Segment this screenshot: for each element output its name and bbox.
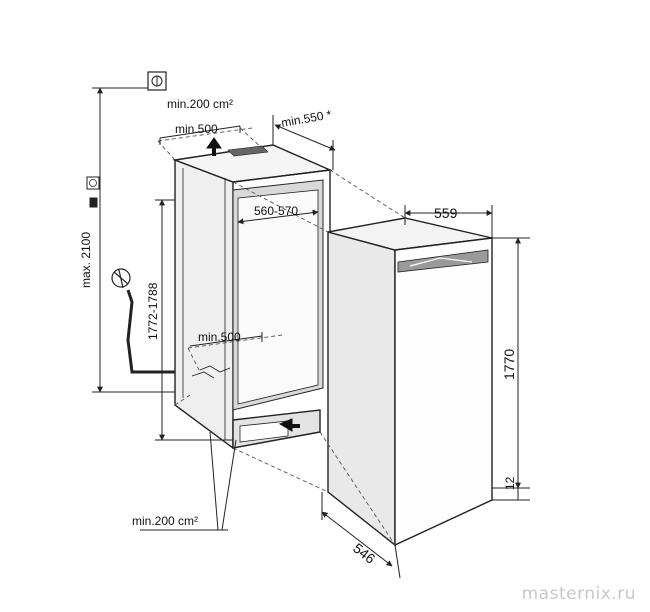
gap-bottom-label: 12 [503,476,517,490]
niche-cabinet [172,144,333,450]
min-depth-550-label: min.550 * [280,107,333,130]
min-area-top-label: min.200 cm² [167,97,233,111]
min-top-depth-label: min.500 [175,122,218,136]
plug-icon [86,176,100,208]
niche-height-label: 1772-1788 [146,282,160,340]
niche-width-label: 560-570 [254,204,298,218]
socket-icon [147,71,167,91]
dimension-lines [92,87,530,579]
appliance-body [327,217,493,547]
appliance-depth-label: 546 [350,540,378,567]
airflow-arrows [206,137,300,432]
min-area-bottom-label: min.200 cm² [132,514,198,528]
guide-lines [157,127,406,546]
power-cable [111,268,175,374]
appliance-width-label: 559 [434,205,458,221]
max-height-label: max. 2100 [79,232,93,288]
appliance-height-label: 1770 [501,349,517,380]
min-bottom-depth-label: min.500 [198,330,241,344]
watermark: masternix.ru [521,584,636,604]
